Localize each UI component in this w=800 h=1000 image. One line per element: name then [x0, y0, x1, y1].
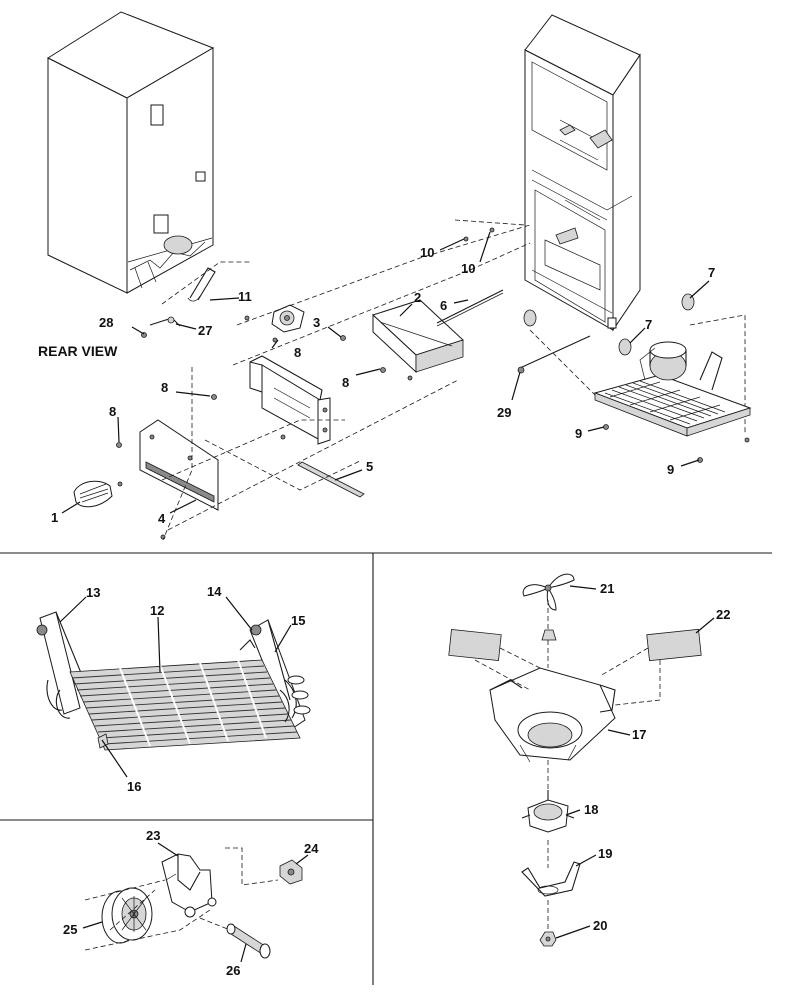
part-6-rod	[436, 289, 504, 327]
callout-8b: 8	[161, 380, 168, 395]
roller-assembly	[84, 847, 303, 959]
callout-11: 11	[238, 289, 252, 304]
callout-3: 3	[313, 315, 320, 330]
callout-22: 22	[716, 607, 730, 622]
condenser-bracket	[249, 355, 331, 445]
callout-27: 27	[198, 323, 212, 338]
callout-9b: 9	[667, 462, 674, 477]
callout-7b: 7	[645, 317, 652, 332]
callout-7a: 7	[708, 265, 715, 280]
nut-20	[539, 931, 557, 947]
callout-4: 4	[158, 511, 166, 526]
part-5-strip	[297, 461, 365, 498]
part-4-kick-panel	[139, 419, 219, 511]
callout-10b: 10	[461, 261, 475, 276]
callout-26: 26	[226, 963, 240, 978]
callout-9a: 9	[575, 426, 582, 441]
callout-25: 25	[63, 922, 77, 937]
part-2-drain-pan	[372, 299, 464, 374]
callout-15: 15	[291, 613, 305, 628]
axle-26	[226, 923, 271, 959]
fan-blade-21	[522, 573, 575, 611]
front-cabinet-rollers	[523, 293, 695, 356]
callout-labels: REAR VIEW 1 2 3 4 5 6 7 7 8 8 8 8 9 9 10…	[38, 245, 730, 978]
callout-28: 28	[99, 315, 113, 330]
fan-shroud-17	[489, 667, 616, 763]
evaporator-assembly	[36, 611, 311, 751]
callout-10a: 10	[420, 245, 434, 260]
rear-view-label: REAR VIEW	[38, 343, 118, 359]
rear-view-cabinet	[46, 11, 215, 294]
projection-lines-main	[161, 219, 746, 541]
fan-assembly	[448, 573, 702, 947]
callout-8d: 8	[342, 375, 349, 390]
part-29-rod	[517, 335, 591, 374]
callout-24: 24	[304, 841, 319, 856]
callout-18: 18	[584, 802, 598, 817]
callout-29: 29	[497, 405, 511, 420]
compressor-platform	[593, 341, 752, 437]
callout-20: 20	[593, 918, 607, 933]
callout-6: 6	[440, 298, 447, 313]
callout-2: 2	[414, 290, 421, 305]
section-dividers	[0, 552, 772, 985]
wheel-25	[101, 887, 153, 944]
callout-5: 5	[366, 459, 373, 474]
callout-13: 13	[86, 585, 100, 600]
callout-17: 17	[632, 727, 646, 742]
fan-motor-18	[521, 790, 575, 833]
part-1-grille	[73, 480, 113, 508]
front-cabinet	[524, 14, 641, 332]
callout-19: 19	[598, 846, 612, 861]
callout-1: 1	[51, 510, 58, 525]
callout-21: 21	[600, 581, 614, 596]
callout-8a: 8	[109, 404, 116, 419]
callout-23: 23	[146, 828, 160, 843]
callout-14: 14	[207, 584, 222, 599]
callout-12: 12	[150, 603, 164, 618]
evaporator-coils	[71, 659, 298, 747]
motor-bracket-19	[521, 861, 581, 897]
callout-16: 16	[127, 779, 141, 794]
fan-motor-cluster	[271, 304, 305, 333]
callout-8c: 8	[294, 345, 301, 360]
rear-view-small-parts	[141, 261, 252, 338]
leader-lines	[59, 231, 715, 963]
